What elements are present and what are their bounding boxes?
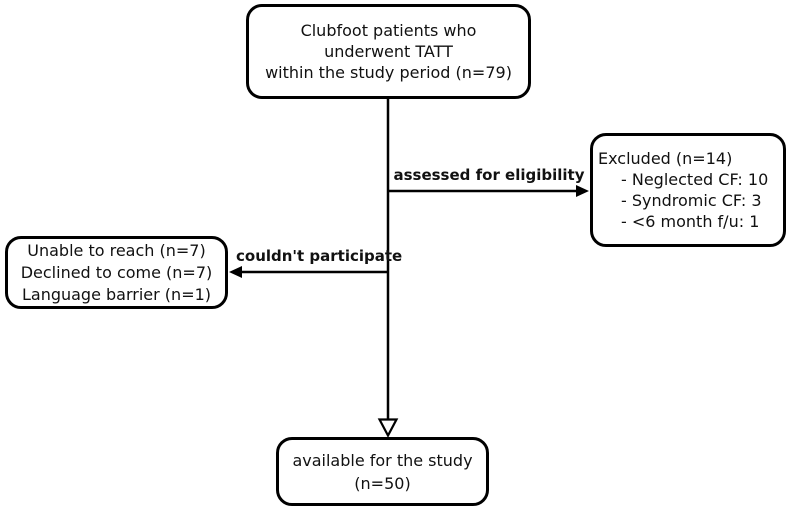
box-excluded-title: Excluded (n=14)	[598, 149, 733, 168]
box-available-for-study: available for the study (n=50)	[276, 437, 489, 506]
box-excluded-item3: - <6 month f/u: 1	[621, 212, 760, 231]
box-clubfoot-patients: Clubfoot patients who underwent TATT wit…	[246, 4, 531, 99]
box-available-line1: available for the study	[292, 450, 473, 470]
box-excluded-item1: - Neglected CF: 10	[621, 170, 769, 189]
arrowhead-excluded-filled	[576, 185, 589, 197]
box-clubfoot-patients-line2: underwent TATT	[324, 42, 453, 61]
box-available-line2: (n=50)	[354, 473, 411, 493]
box-not-participating-line3: Language barrier (n=1)	[21, 284, 212, 304]
box-excluded: Excluded (n=14) - Neglected CF: 10 - Syn…	[590, 133, 786, 247]
box-not-participating-line2: Declined to come (n=7)	[20, 262, 213, 282]
arrowhead-participate-filled	[229, 266, 242, 278]
edge-label-assessed-for-eligibility: assessed for eligibility	[390, 166, 588, 184]
box-clubfoot-patients-line1: Clubfoot patients who	[300, 21, 477, 40]
box-not-participating-line1: Unable to reach (n=7)	[27, 240, 206, 260]
box-not-participating: Unable to reach (n=7) Declined to come (…	[5, 236, 228, 309]
box-clubfoot-patients-line3: within the study period (n=79)	[265, 63, 512, 82]
arrowhead-available-hollow	[377, 418, 399, 438]
edge-label-couldnt-participate: couldn't participate	[236, 247, 403, 265]
box-excluded-item2: - Syndromic CF: 3	[621, 191, 762, 210]
